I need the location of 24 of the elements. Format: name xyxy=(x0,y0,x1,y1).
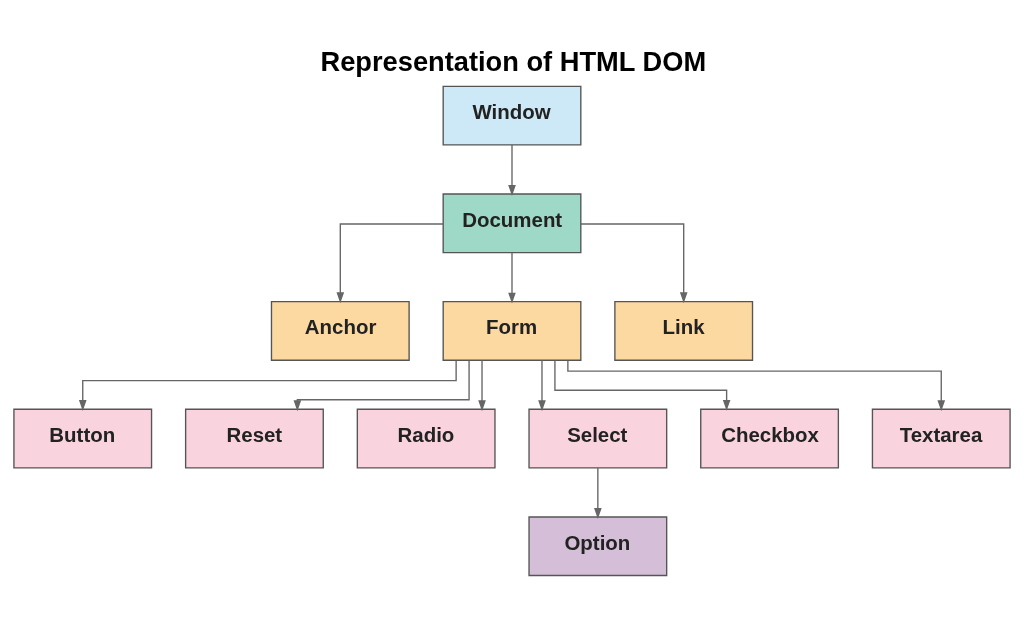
node-box: Anchor xyxy=(270,300,410,361)
node-box: Radio xyxy=(356,408,496,469)
arrow xyxy=(478,359,486,412)
node-box: Reset xyxy=(184,408,324,469)
node-box: Option xyxy=(528,516,668,577)
node-box: Checkbox xyxy=(700,408,840,469)
node-box: Textarea xyxy=(871,408,1011,469)
arrow xyxy=(538,359,546,412)
arrow xyxy=(567,359,946,412)
node-box: Link xyxy=(614,300,754,361)
arrow xyxy=(554,359,731,411)
diagram-title: Representation of HTML DOM xyxy=(320,46,707,78)
arrow xyxy=(78,359,457,412)
node-box: Form xyxy=(442,300,582,361)
arrow xyxy=(594,467,602,519)
node-box: Document xyxy=(442,193,582,254)
node-box: Select xyxy=(528,408,668,469)
arrow xyxy=(508,144,516,196)
node-box: Button xyxy=(13,408,153,469)
arrow xyxy=(580,223,688,304)
node-box: Window xyxy=(442,85,582,146)
arrow xyxy=(508,252,516,304)
arrow xyxy=(293,359,470,412)
arrow xyxy=(336,223,444,304)
